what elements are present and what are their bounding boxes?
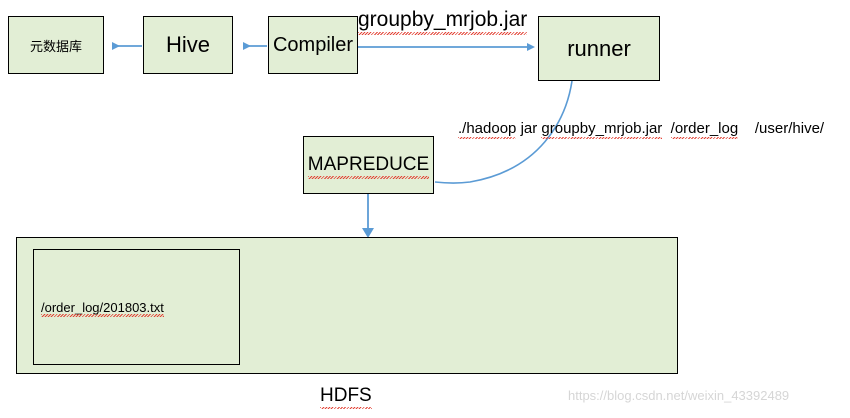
node-runner-label: runner bbox=[567, 35, 631, 61]
command-prefix: ./hadoop bbox=[458, 120, 517, 140]
node-compiler-label: Compiler bbox=[272, 33, 354, 56]
node-compiler[interactable]: Compiler bbox=[268, 16, 358, 74]
node-mapreduce[interactable]: MAPREDUCE bbox=[303, 136, 434, 194]
node-mapreduce-label: MAPREDUCE bbox=[307, 154, 430, 179]
node-hive-label: Hive bbox=[165, 32, 210, 57]
command-jar-keyword: jar bbox=[520, 120, 538, 137]
hdfs-caption-text: HDFS bbox=[320, 385, 372, 410]
node-metastore-label: 元数据库 bbox=[29, 38, 82, 54]
hdfs-file-label: /order_log/201803.txt bbox=[41, 299, 164, 317]
hdfs-file-block[interactable]: /order_log/201803.txt bbox=[33, 249, 240, 365]
edge-label-jar-text: groupby_mrjob.jar bbox=[358, 8, 528, 35]
node-metastore[interactable]: 元数据库 bbox=[8, 16, 104, 74]
command-annotation: ./hadoop jar groupby_mrjob.jar /order_lo… bbox=[458, 120, 825, 140]
edge-label-jar: groupby_mrjob.jar bbox=[358, 8, 528, 35]
edge-mapreduce-to-hdfs bbox=[362, 194, 374, 238]
node-hive[interactable]: Hive bbox=[143, 16, 233, 74]
hdfs-caption: HDFS bbox=[320, 385, 372, 410]
node-runner[interactable]: runner bbox=[538, 16, 660, 81]
command-space-3 bbox=[662, 120, 670, 137]
watermark: https://blog.csdn.net/weixin_43392489 bbox=[568, 388, 790, 403]
command-space-4 bbox=[738, 120, 755, 137]
command-output-path: /user/hive/ bbox=[754, 120, 825, 137]
command-input-path: /order_log bbox=[670, 120, 739, 140]
command-jar-name: groupby_mrjob.jar bbox=[541, 120, 663, 140]
